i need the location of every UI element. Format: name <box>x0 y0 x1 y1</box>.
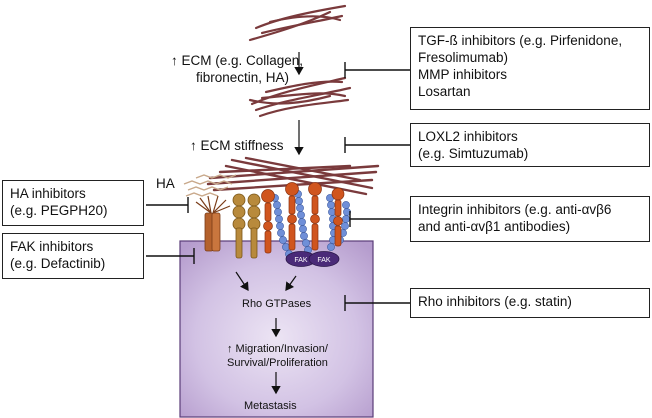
outcome-line1: ↑ Migration/Invasion/ <box>227 343 328 355</box>
ha-chain <box>183 174 237 197</box>
ecm-fibers-stiff <box>206 156 380 196</box>
fak-inhibitors-title: FAK inhibitors <box>10 239 94 254</box>
fak-oval-2 <box>308 251 340 267</box>
loxl2-inhibitors-title: LOXL2 inhibitors <box>418 129 518 144</box>
ha-inhibitors-title: HA inhibitors <box>10 186 86 201</box>
fak-label-2: FAK <box>317 257 331 264</box>
tgf-inhibitors-line1: TGF-ß inhibitors (e.g. Pirfenidone, <box>418 33 623 48</box>
rho-label: Rho GTPases <box>242 298 312 310</box>
ecm-label-line2: fibronectin, HA) <box>196 70 290 85</box>
integrin-blue-chains <box>271 190 351 258</box>
rho-inhibitors-line: Rho inhibitors (e.g. statin) <box>418 294 572 309</box>
fak-label-1: FAK <box>294 257 308 264</box>
ha-inhibitors-box: HA inhibitors (e.g. PEGPH20) <box>2 180 144 226</box>
ha-receptor <box>195 195 231 252</box>
ecm-label-line1: ↑ ECM (e.g. Collagen, <box>171 53 304 68</box>
integrin-inhibitors-box: Integrin inhibitors (e.g. anti-αvβ6 and … <box>410 196 650 242</box>
integrin-inhibitors-line1: Integrin inhibitors (e.g. anti-αvβ6 <box>418 202 612 217</box>
rho-inhibitors-box: Rho inhibitors (e.g. statin) <box>410 288 650 318</box>
tgf-mmp-inhibitors-box: TGF-ß inhibitors (e.g. Pirfenidone, Fres… <box>410 27 650 110</box>
integrin-inhibitors-line2: and anti-αvβ1 antibodies) <box>418 219 571 234</box>
metastasis-label: Metastasis <box>244 400 297 412</box>
integrin-orange-subunits <box>261 182 345 254</box>
inhibition-bars <box>146 62 410 311</box>
tgf-inhibitors-line2: Fresolimumab) <box>418 50 509 65</box>
fak-inhibitors-example: (e.g. Defactinib) <box>10 256 106 271</box>
pathway-arrows <box>235 52 304 395</box>
loxl2-inhibitors-example: (e.g. Simtuzumab) <box>418 146 529 161</box>
stiffness-label: ↑ ECM stiffness <box>190 138 284 153</box>
ecm-fibers-top <box>248 4 347 42</box>
ha-label: HA <box>156 176 175 191</box>
outcome-line2: Survival/Proliferation <box>227 357 328 369</box>
losartan-line: Losartan <box>418 84 471 99</box>
ecm-fibers-middle <box>248 76 352 118</box>
ochre-receptors <box>232 193 261 259</box>
loxl2-inhibitors-box: LOXL2 inhibitors (e.g. Simtuzumab) <box>410 123 650 167</box>
fak-inhibitors-box: FAK inhibitors (e.g. Defactinib) <box>2 233 144 279</box>
ha-inhibitors-example: (e.g. PEGPH20) <box>10 203 108 218</box>
mmp-inhibitors-line: MMP inhibitors <box>418 67 508 82</box>
